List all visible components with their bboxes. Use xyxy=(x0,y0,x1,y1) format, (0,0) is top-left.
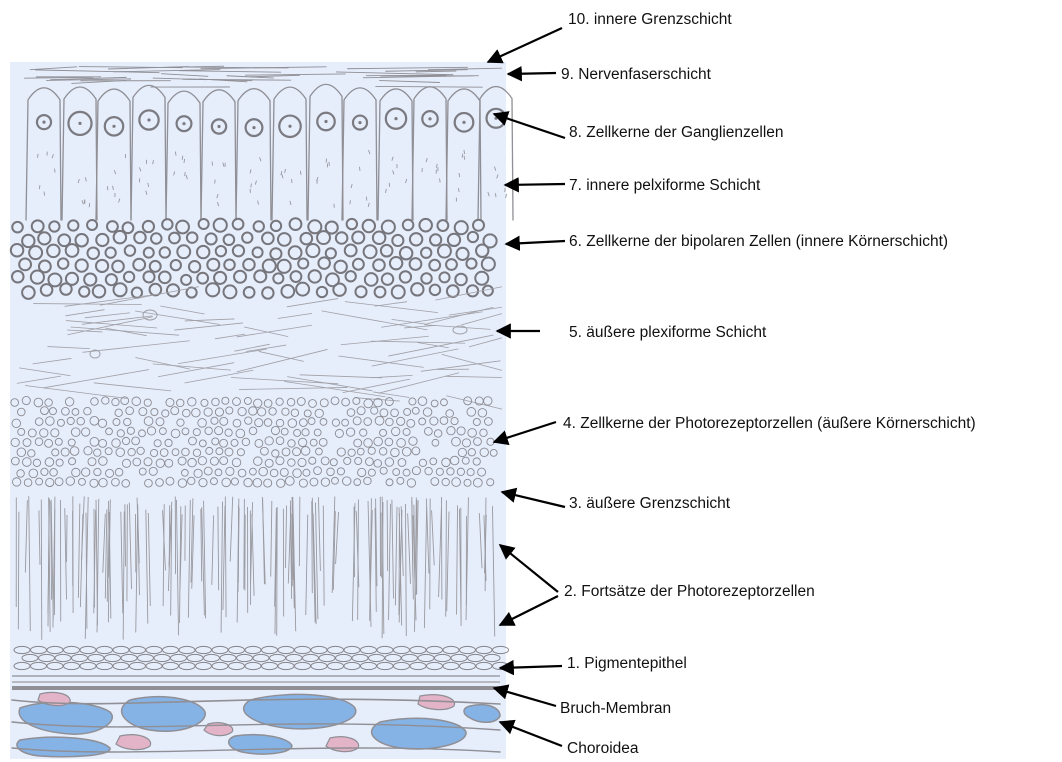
label-outer-limiting-membrane: 3. äußere Grenzschicht xyxy=(569,495,731,512)
photoreceptor-process xyxy=(399,513,400,615)
inner-plexiform-stroke xyxy=(326,159,327,163)
layer-labels: 10. innere Grenzschicht 9. Nervenfasersc… xyxy=(560,11,976,757)
ganglion-nucleolus xyxy=(42,121,45,124)
inner-plexiform-stroke xyxy=(107,186,108,190)
label-photoreceptor-processes: 2. Fortsätze der Photorezeptorzellen xyxy=(564,583,815,600)
arrow-inner-limiting-membrane xyxy=(488,28,562,62)
label-inner-limiting-membrane: 10. innere Grenzschicht xyxy=(568,11,732,28)
ganglion-nucleolus xyxy=(78,122,81,125)
arrow-choroid xyxy=(500,722,562,746)
inner-plexiform-stroke xyxy=(440,178,441,182)
label-bipolar-cell-nuclei: 6. Zellkerne der bipolaren Zellen (inner… xyxy=(569,233,948,250)
label-inner-plexiform-layer: 7. innere pelxiforme Schicht xyxy=(569,177,761,194)
arrow-photoreceptor-processes-lower xyxy=(500,596,558,625)
label-photoreceptor-nuclei: 4. Zellkerne der Photorezeptorzellen (äu… xyxy=(563,415,976,432)
ganglion-nucleolus xyxy=(252,126,255,129)
ganglion-nucleolus xyxy=(462,121,465,124)
photoreceptor-process xyxy=(312,501,313,593)
ganglion-nucleolus xyxy=(358,121,361,124)
ganglion-nucleolus xyxy=(494,117,497,120)
ganglion-nucleolus xyxy=(394,117,397,120)
label-outer-plexiform-layer: 5. äußere plexiforme Schicht xyxy=(569,324,767,341)
ganglion-nucleolus xyxy=(428,117,431,120)
inner-plexiform-stroke xyxy=(185,172,186,176)
choroid-vessel-pink xyxy=(116,735,151,750)
ganglion-nucleolus xyxy=(288,125,291,128)
ganglion-nucleolus xyxy=(217,125,220,128)
choroid-vessel-pink xyxy=(326,737,359,752)
label-nerve-fiber-layer: 9. Nervenfaserschicht xyxy=(561,66,712,83)
ganglion-nucleolus xyxy=(324,120,327,123)
ganglion-nucleolus xyxy=(112,125,115,128)
photoreceptor-process xyxy=(387,500,388,571)
label-ganglion-cell-nuclei: 8. Zellkerne der Ganglienzellen xyxy=(569,124,784,141)
arrow-pigment-epithelium xyxy=(500,666,562,668)
inner-plexiform-stroke xyxy=(389,183,390,187)
label-bruch-membrane: Bruch-Membran xyxy=(560,700,671,717)
arrow-nerve-fiber-layer xyxy=(508,73,556,74)
photoreceptor-process xyxy=(18,512,19,629)
label-choroid: Choroidea xyxy=(567,740,639,757)
ganglion-nucleolus xyxy=(147,118,150,121)
arrow-outer-limiting-membrane xyxy=(502,492,565,507)
arrow-photoreceptor-processes-upper xyxy=(500,545,558,592)
ganglion-nucleolus xyxy=(182,122,185,125)
inner-plexiform-stroke xyxy=(360,167,361,171)
photoreceptor-process xyxy=(244,499,245,589)
arrow-inner-plexiform-layer xyxy=(505,184,565,185)
choroid-vessel xyxy=(372,718,466,749)
label-pigment-epithelium: 1. Pigmentepithel xyxy=(567,655,687,672)
arrow-bipolar-cell-nuclei xyxy=(506,241,565,244)
inner-plexiform-stroke xyxy=(350,200,351,204)
